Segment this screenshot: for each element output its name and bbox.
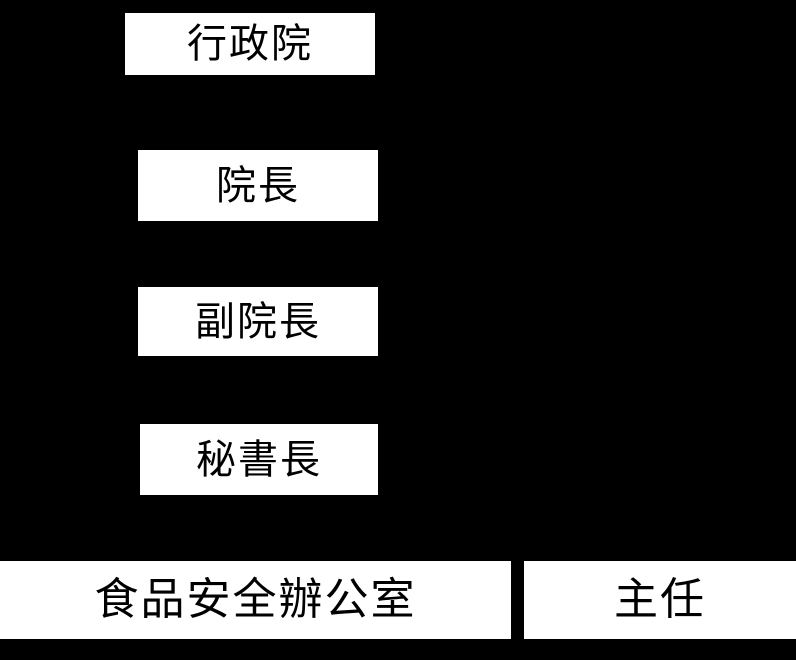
node-executive-yuan: 行政院: [125, 13, 375, 75]
node-secretary-general-label: 秘書長: [196, 436, 322, 482]
node-secretary-general: 秘書長: [140, 424, 378, 495]
node-vice-president-label: 副院長: [195, 298, 321, 344]
node-food-safety-office-label: 食品安全辦公室: [94, 575, 417, 624]
node-president: 院長: [138, 150, 378, 221]
node-executive-yuan-label: 行政院: [187, 21, 313, 66]
node-president-label: 院長: [216, 162, 300, 208]
node-vice-president: 副院長: [138, 287, 378, 356]
node-director: 主任: [524, 561, 796, 639]
node-food-safety-office: 食品安全辦公室: [0, 561, 511, 639]
node-director-label: 主任: [614, 575, 706, 624]
